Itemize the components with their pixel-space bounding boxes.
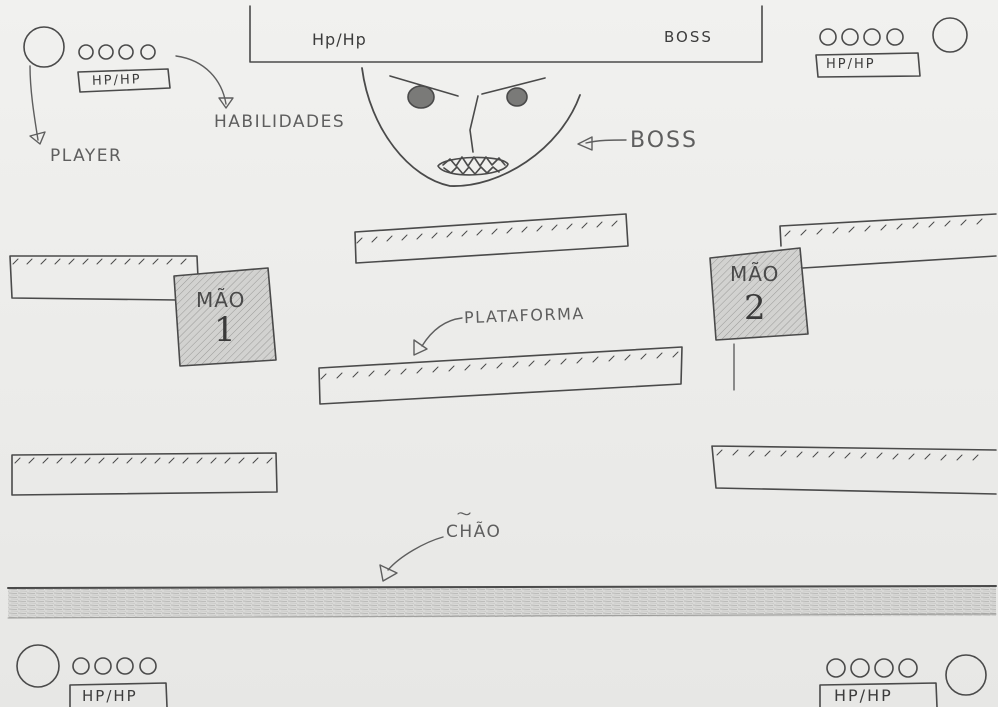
- boss-arrow: [585, 139, 627, 144]
- player-hp-box: [77, 68, 171, 93]
- player-arrow: [29, 65, 39, 141]
- hand-1: [173, 267, 277, 367]
- player-hp-box: [815, 52, 921, 78]
- player-avatar-circle: [23, 26, 65, 68]
- annotation-boss: BOSS: [630, 128, 698, 153]
- player-hud-bottom-left: [16, 644, 168, 707]
- boss-hp-bar: [249, 5, 763, 63]
- player-hp-label-bottom-left: HP/HP: [82, 687, 138, 705]
- chao-arrow: [387, 536, 444, 571]
- hand-2-number: 2: [744, 288, 767, 328]
- platform-top-center: [354, 213, 629, 264]
- ability-slots: [72, 657, 157, 675]
- hand-1-label: MÃO: [196, 288, 246, 312]
- annotation-chao: CHÃO: [446, 522, 502, 542]
- ground: [7, 585, 997, 619]
- platform-left-bottom: [11, 452, 278, 496]
- platform-right-bottom: [711, 445, 997, 495]
- hand-2: [709, 247, 809, 391]
- platform-mid-center: [318, 346, 683, 405]
- boss-title: BOSS: [664, 28, 713, 46]
- annotation-habilidades: HABILIDADES: [214, 112, 346, 132]
- hand-2-label: MÃO: [730, 262, 780, 286]
- player-avatar-circle: [932, 17, 968, 53]
- player-hp-box: [819, 682, 938, 707]
- ability-slots: [819, 28, 904, 46]
- ability-slots: [826, 658, 918, 678]
- annotation-player: PLAYER: [50, 146, 123, 166]
- platform-left-top: [9, 255, 199, 301]
- player-hud-top-right: [815, 17, 968, 78]
- platform-right-top: [779, 213, 997, 269]
- player-hud-bottom-right: [819, 654, 987, 707]
- player-hp-box: [69, 682, 168, 707]
- boss-hp-label: Hp/Hp: [312, 30, 367, 49]
- player-hp-label-bottom-right: HP/HP: [834, 686, 893, 705]
- player-hp-label-top-left: HP/HP: [91, 72, 142, 89]
- boss-face: [361, 67, 581, 187]
- player-avatar-circle: [945, 654, 987, 696]
- player-avatar-circle: [16, 644, 60, 688]
- ability-slots: [78, 44, 156, 60]
- plataforma-arrow: [421, 317, 463, 347]
- player-hud-top-left: [23, 26, 171, 93]
- habilidades-arrow: [175, 55, 227, 105]
- player-hp-label-top-right: HP/HP: [826, 57, 876, 72]
- hand-1-number: 1: [214, 310, 237, 350]
